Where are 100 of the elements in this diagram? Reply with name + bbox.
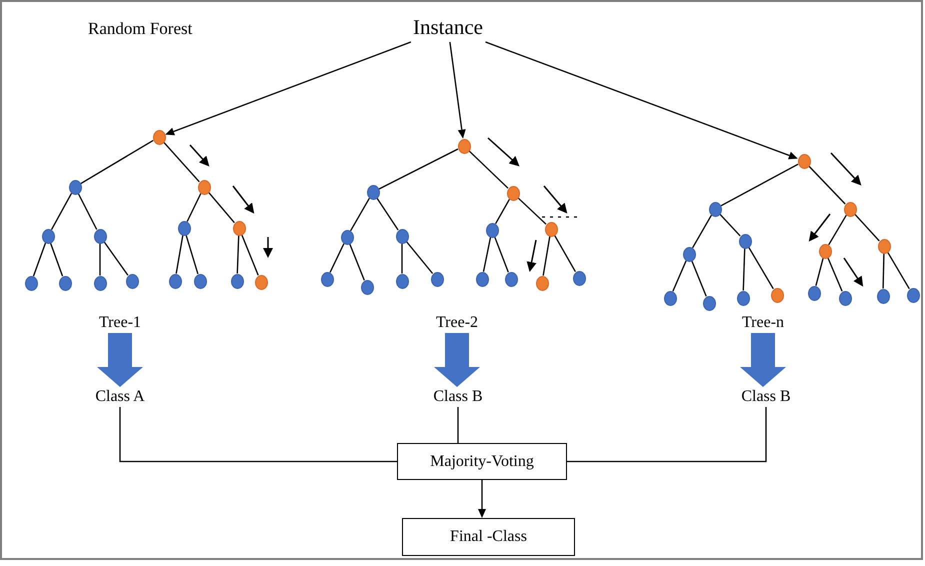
tree-node-circle bbox=[24, 276, 38, 290]
tree-node-circle bbox=[738, 234, 752, 248]
tree-branch-line bbox=[827, 257, 843, 292]
tree-branch-line bbox=[376, 198, 399, 230]
tree-node-circle bbox=[476, 272, 488, 286]
tree-node-circle bbox=[340, 230, 354, 244]
connector-line bbox=[567, 407, 767, 462]
tree-branch-line bbox=[78, 193, 98, 230]
tree-branch-line bbox=[236, 235, 240, 274]
tree-branch-line bbox=[882, 253, 885, 289]
tree-branch-line bbox=[163, 142, 200, 182]
connector-line bbox=[119, 407, 397, 462]
tree-label: Tree-2 bbox=[429, 313, 485, 333]
tree-branch-line bbox=[185, 234, 199, 274]
tree-branch-line bbox=[349, 244, 365, 280]
tree-node-circle bbox=[536, 276, 548, 290]
tree-branch-line bbox=[719, 214, 741, 236]
tree-branch-line bbox=[815, 258, 824, 286]
tree-node-circle bbox=[94, 228, 106, 244]
tree-node-circle bbox=[808, 286, 820, 300]
tree-branch-line bbox=[692, 214, 712, 248]
tree-node-circle bbox=[702, 296, 716, 310]
tree-node-circle bbox=[430, 272, 444, 286]
tree-node-circle bbox=[152, 130, 166, 144]
tree-node-circle bbox=[486, 222, 498, 238]
tree-branch-line bbox=[241, 234, 259, 276]
tree-branch-line bbox=[50, 242, 64, 276]
tree-branch-line bbox=[672, 260, 687, 292]
tree-branch-line bbox=[482, 237, 492, 272]
tree-branch-line bbox=[720, 164, 798, 206]
tree-node-circle bbox=[838, 290, 852, 306]
tree-branch-line bbox=[176, 235, 184, 274]
tree-node-circle bbox=[736, 290, 750, 306]
tree-branch-line bbox=[494, 236, 509, 272]
tree-node-circle bbox=[682, 246, 696, 262]
tree-branch-line bbox=[186, 193, 202, 222]
tree-node-circle bbox=[876, 288, 890, 304]
tree-node-circle bbox=[818, 244, 832, 258]
tree-node-circle bbox=[68, 180, 82, 194]
arrow bbox=[478, 480, 486, 518]
class-label: Class B bbox=[730, 387, 802, 407]
tree-node-circle bbox=[366, 184, 380, 200]
class-label: Class B bbox=[422, 387, 494, 407]
tree-node-circle bbox=[198, 180, 210, 194]
tree-node-circle bbox=[708, 202, 722, 216]
connector-line bbox=[457, 407, 459, 443]
tree-node-circle bbox=[230, 274, 244, 288]
tree-node-circle bbox=[58, 276, 72, 290]
arrow bbox=[485, 41, 798, 160]
tree-branch-line bbox=[50, 192, 72, 230]
tree-node-circle bbox=[178, 220, 190, 236]
tree-node-circle bbox=[254, 274, 268, 290]
tree-branch-line bbox=[104, 241, 128, 276]
tree-branch-line bbox=[406, 241, 434, 274]
instance-label: Instance bbox=[400, 14, 496, 42]
tree-branch-line bbox=[80, 140, 154, 184]
tree-node-circle bbox=[94, 276, 106, 290]
tree-branch-line bbox=[542, 236, 550, 276]
tree-node-circle bbox=[770, 288, 784, 302]
tree-branch-line bbox=[742, 248, 746, 291]
tree-branch-line bbox=[691, 260, 707, 296]
tree-label: Tree-n bbox=[735, 313, 791, 333]
tree-node-circle bbox=[396, 274, 408, 288]
tree-branch-line bbox=[401, 244, 403, 274]
tree-branch-line bbox=[808, 166, 846, 204]
tree-node-circle bbox=[798, 154, 810, 168]
tree-branch-line bbox=[208, 192, 235, 224]
tree-node-circle bbox=[878, 238, 890, 254]
tree-node-circle bbox=[42, 228, 54, 244]
output-box: Final -Class bbox=[402, 518, 575, 556]
tree-branch-line bbox=[495, 198, 510, 224]
tree-node-circle bbox=[232, 220, 246, 236]
tree-node-circle bbox=[320, 272, 334, 286]
tree-branch-line bbox=[887, 252, 910, 290]
tree-node-circle bbox=[504, 272, 518, 286]
tree-branch-line bbox=[468, 150, 508, 189]
forest-label: Random Forest bbox=[88, 20, 192, 39]
tree-node-circle bbox=[396, 228, 408, 244]
tree-branch-line bbox=[99, 244, 101, 276]
tree-node-circle bbox=[572, 270, 586, 286]
tree-node-circle bbox=[360, 280, 374, 294]
arrow bbox=[449, 42, 466, 139]
tree-node-circle bbox=[664, 290, 676, 306]
tree-node-circle bbox=[844, 202, 856, 216]
process-box: Majority-Voting bbox=[397, 443, 567, 480]
tree-branch-line bbox=[518, 197, 546, 225]
tree-branch-line bbox=[330, 243, 344, 273]
tree-node-circle bbox=[506, 186, 520, 200]
tree-branch-line bbox=[350, 198, 370, 232]
tree-node-circle bbox=[458, 138, 470, 154]
tree-node-circle bbox=[126, 274, 138, 288]
tree-node-circle bbox=[194, 274, 206, 288]
tree-branch-line bbox=[854, 214, 880, 242]
class-label: Class A bbox=[84, 387, 156, 407]
tree-label: Tree-1 bbox=[92, 313, 148, 333]
tree-branch-line bbox=[554, 234, 576, 272]
tree-branch-line bbox=[32, 242, 46, 276]
tree-branch-line bbox=[748, 246, 774, 290]
tree-node-circle bbox=[168, 274, 182, 288]
tree-node-circle bbox=[544, 222, 558, 236]
